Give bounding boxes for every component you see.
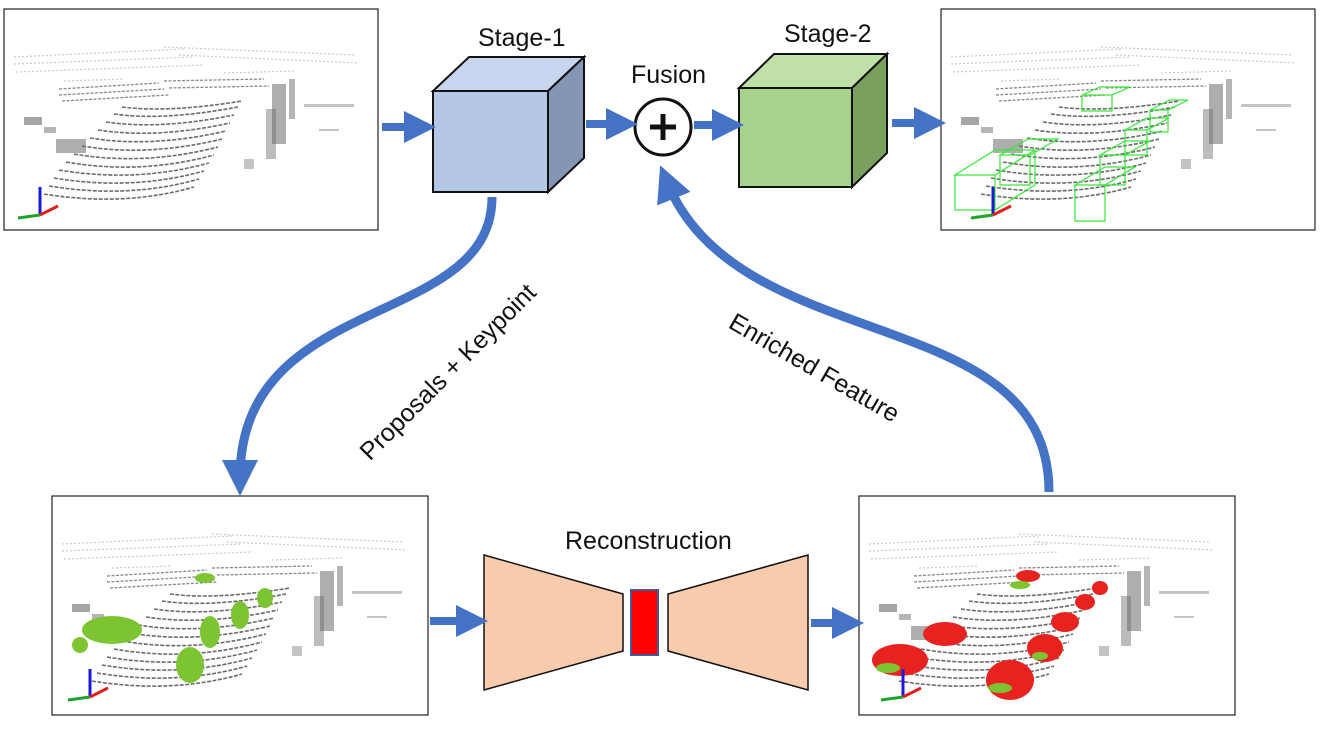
fusion-label: Fusion [631,61,707,89]
encoder-block [483,554,624,691]
stage2-label: Stage-2 [784,20,872,48]
arrow-proposals-keypoint [222,196,497,496]
bounding-boxes [952,86,1189,222]
stage1-block [430,54,587,195]
input-point-cloud-panel [3,8,379,231]
reconstructed-cars [872,570,1108,700]
reconstruction-network [483,554,809,691]
arrow-enriched-feature [657,165,1054,493]
plus-circle-icon [633,97,693,157]
flow-arrows [382,107,946,639]
reconstruction-output-panel [858,495,1236,716]
bottleneck-block [630,589,659,656]
detection-output-panel [940,8,1316,231]
keypoints-panel [51,495,429,716]
keypoint-clusters [72,573,273,683]
reconstruction-label: Reconstruction [565,527,732,555]
decoder-block [667,554,809,691]
stage2-block [736,51,890,190]
stage1-label: Stage-1 [478,24,566,52]
